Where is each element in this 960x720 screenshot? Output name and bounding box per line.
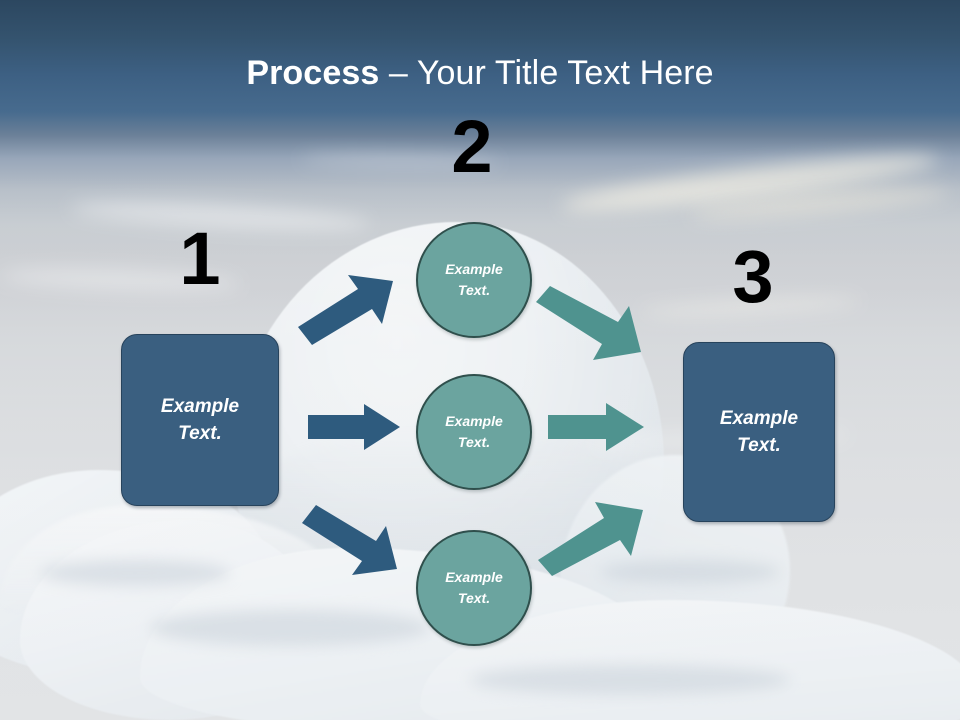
process-box-input-label: Example Text. <box>160 396 240 444</box>
slide-title-rest: – Your Title Text Here <box>379 54 714 92</box>
arrow-right-blue-icon <box>308 404 400 450</box>
process-circle-middle[interactable]: Example Text. <box>416 374 532 490</box>
process-circle-top-label: Example Text. <box>445 261 503 298</box>
process-box-input[interactable]: Example Text. <box>121 334 279 506</box>
arrow-up-right-teal-icon <box>538 500 650 576</box>
arrow-down-right-blue-icon <box>302 505 402 575</box>
process-circle-bottom-label: Example Text. <box>445 569 503 606</box>
snow-shadow <box>600 560 780 584</box>
process-box-output[interactable]: Example Text. <box>683 342 835 522</box>
arrow-down-right-teal-icon <box>536 286 648 362</box>
step-number-3: 3 <box>732 235 774 318</box>
arrow-up-right-blue-icon <box>298 275 398 345</box>
snow-shadow <box>150 610 430 646</box>
process-circle-top[interactable]: Example Text. <box>416 222 532 338</box>
process-box-output-label: Example Text. <box>719 408 799 456</box>
sky-gradient <box>0 0 960 260</box>
slide-title-strong: Process <box>246 54 380 92</box>
step-number-2: 2 <box>451 105 493 188</box>
process-circle-middle-label: Example Text. <box>445 413 503 450</box>
step-number-1: 1 <box>179 217 221 300</box>
process-circle-bottom[interactable]: Example Text. <box>416 530 532 646</box>
arrow-right-teal-icon <box>548 403 644 451</box>
snow-shadow <box>40 560 230 586</box>
slide-title: Process – Your Title Text Here <box>0 52 960 94</box>
snow-shadow <box>470 665 790 695</box>
